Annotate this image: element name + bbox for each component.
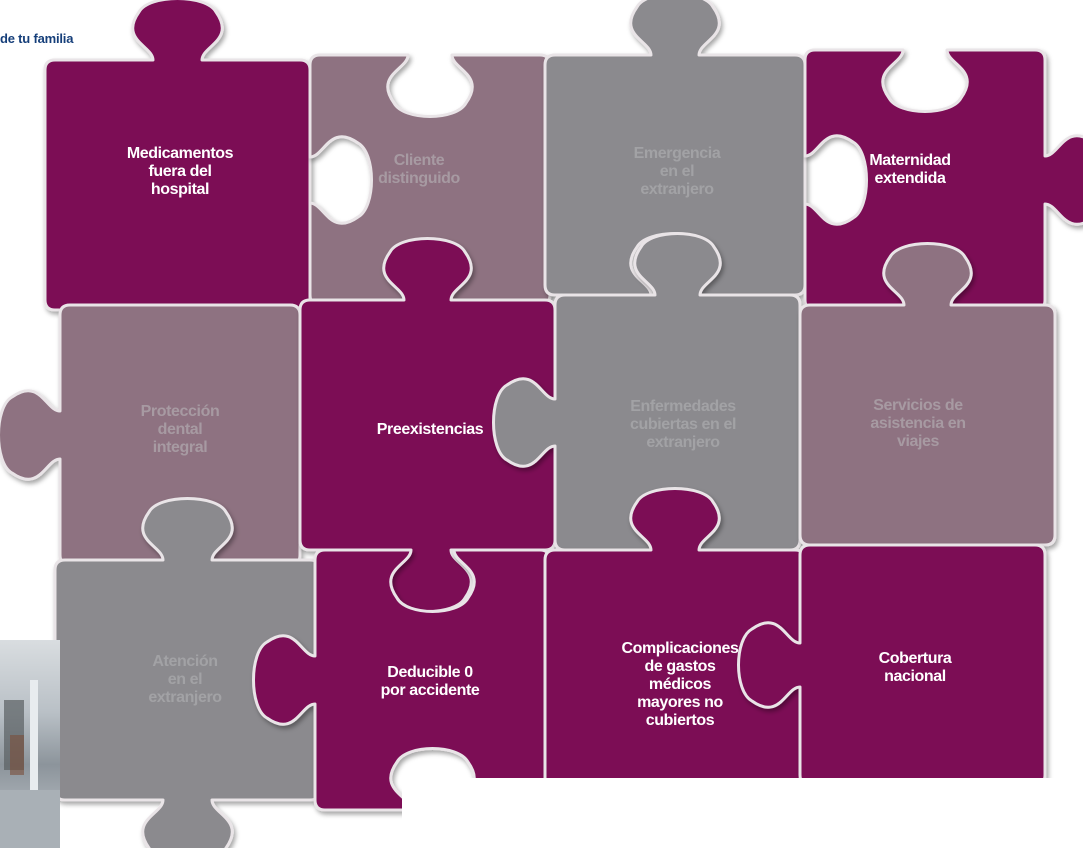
puzzle-label-line: extranjero bbox=[646, 434, 720, 451]
puzzle-label-line: Protección bbox=[140, 403, 220, 420]
puzzle-label-line: cubiertos bbox=[645, 712, 715, 729]
puzzle-label-line: Medicamentos bbox=[126, 145, 234, 162]
puzzle-shape-maternidad bbox=[803, 48, 1083, 373]
puzzle-label-line: Atención bbox=[152, 653, 218, 670]
puzzle-label-line: Complicaciones bbox=[621, 640, 739, 657]
puzzle-label-line: viajes bbox=[896, 433, 940, 450]
puzzle-label-line: Servicios de bbox=[873, 397, 963, 414]
puzzle-label-line: fuera del bbox=[148, 163, 212, 180]
puzzle-piece-maternidad bbox=[803, 48, 1083, 373]
puzzle-label-line: en el bbox=[659, 163, 695, 180]
puzzle-label-line: extendida bbox=[874, 170, 946, 187]
puzzle-label-line: Preexistencias bbox=[376, 421, 484, 438]
puzzle-label-line: Cobertura bbox=[878, 650, 952, 667]
puzzle-label-line: de gastos bbox=[644, 658, 716, 675]
header-text: de tu familia bbox=[0, 31, 74, 46]
puzzle-label-line: dental bbox=[157, 421, 203, 438]
puzzle-label-line: Enfermedades bbox=[630, 398, 736, 415]
puzzle-label-line: médicos bbox=[648, 676, 712, 693]
puzzle-label-line: integral bbox=[152, 439, 208, 456]
puzzle-label-line: por accidente bbox=[380, 682, 480, 699]
puzzle-label-line: Cliente bbox=[393, 152, 445, 169]
puzzle-label-line: Maternidad bbox=[869, 152, 951, 169]
puzzle-label-line: Deducible 0 bbox=[387, 664, 473, 681]
puzzle-label-line: asistencia en bbox=[870, 415, 966, 432]
puzzle-label-line: extranjero bbox=[640, 181, 714, 198]
puzzle-label-preexistencias: Preexistencias bbox=[376, 421, 484, 439]
puzzle-label-line: extranjero bbox=[148, 689, 222, 706]
white-corner bbox=[402, 778, 1083, 848]
puzzle-label-line: hospital bbox=[150, 181, 210, 198]
puzzle-label-line: Emergencia bbox=[633, 145, 721, 162]
puzzle-label-line: nacional bbox=[884, 668, 946, 685]
puzzle-label-line: mayores no bbox=[637, 694, 723, 711]
background-photo bbox=[0, 640, 60, 848]
puzzle-label-line: distinguido bbox=[378, 170, 460, 187]
puzzle-label-line: en el bbox=[167, 671, 203, 688]
puzzle-label-line: cubiertas en el bbox=[629, 416, 737, 433]
